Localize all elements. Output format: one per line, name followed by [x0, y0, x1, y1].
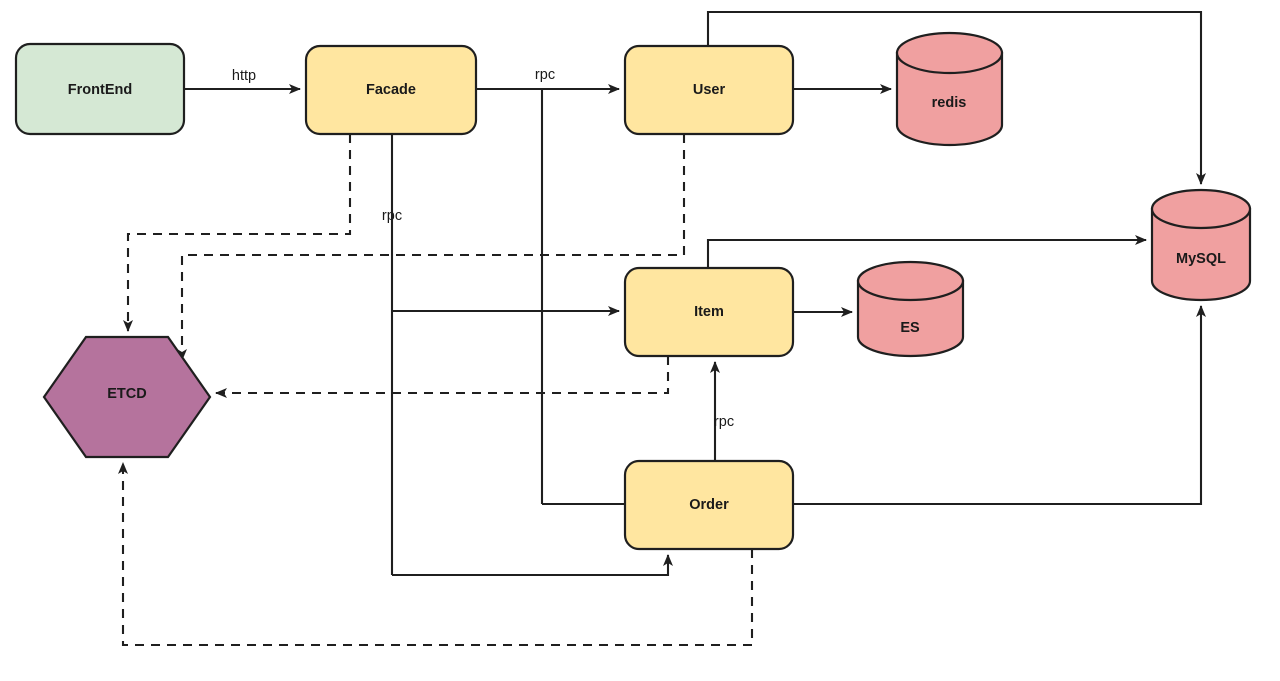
- node-mysql[interactable]: MySQL: [1150, 188, 1252, 302]
- node-label-facade: Facade: [366, 82, 416, 98]
- edge-order-to-etcd: [118, 462, 754, 647]
- edge-facade-to-user: rpc: [476, 67, 620, 94]
- edge-label-rpc-order-item: rpc: [714, 414, 734, 430]
- edge-facade-to-item: rpc: [382, 89, 620, 504]
- node-label-frontend: FrontEnd: [68, 82, 132, 98]
- node-order[interactable]: Order: [623, 459, 795, 551]
- edge-facade-to-etcd: [123, 134, 352, 332]
- node-label-redis: redis: [932, 95, 967, 111]
- edge-user-to-mysql: [706, 10, 1206, 185]
- node-etcd[interactable]: ETCD: [42, 335, 212, 459]
- node-label-mysql: MySQL: [1176, 251, 1226, 267]
- edge-user-to-etcd: [177, 134, 686, 361]
- node-label-item: Item: [694, 304, 724, 320]
- node-label-order: Order: [689, 497, 729, 513]
- edge-frontend-to-facade: http: [184, 68, 301, 94]
- edge-label-rpc-facade-user: rpc: [535, 67, 555, 83]
- node-es[interactable]: ES: [856, 260, 965, 358]
- node-label-user: User: [693, 82, 726, 98]
- node-facade[interactable]: Facade: [304, 44, 478, 136]
- edge-facade-to-order: [392, 554, 673, 577]
- edge-item-to-mysql: [706, 235, 1147, 268]
- edge-order-to-item: rpc: [710, 361, 734, 461]
- edge-label-http: http: [232, 68, 256, 84]
- node-user[interactable]: User: [623, 44, 795, 136]
- node-item[interactable]: Item: [623, 266, 795, 358]
- node-frontend[interactable]: FrontEnd: [14, 42, 186, 136]
- node-label-es: ES: [900, 320, 920, 336]
- edge-order-to-mysql: [793, 305, 1206, 506]
- node-label-etcd: ETCD: [107, 386, 146, 402]
- edge-item-to-etcd: [215, 356, 670, 398]
- node-redis[interactable]: redis: [895, 31, 1004, 147]
